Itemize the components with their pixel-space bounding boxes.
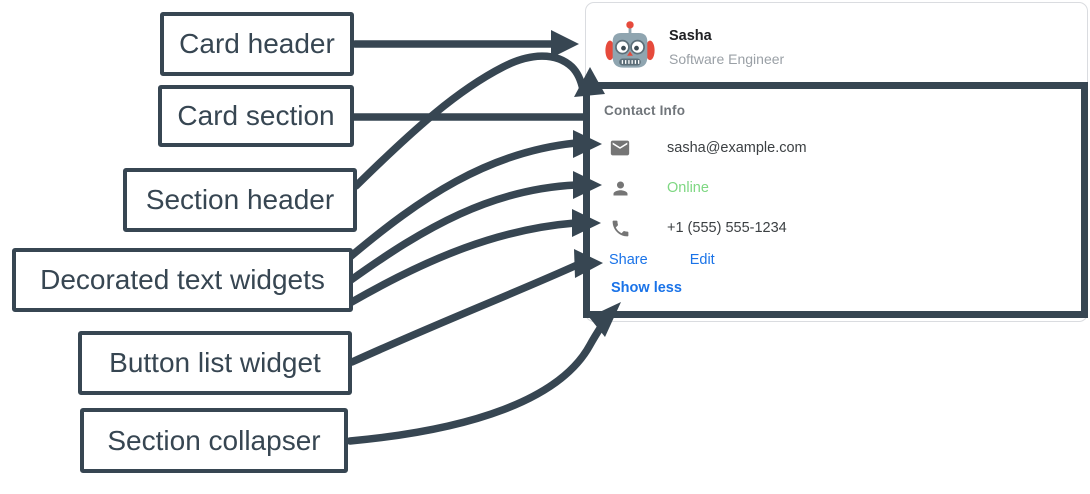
decorated-text-phone: +1 (555) 555-1234 <box>609 217 787 239</box>
arrow-phone-row <box>346 219 579 307</box>
annotation-label-card-section: Card section <box>158 85 354 147</box>
decorated-text-email: sasha@example.com <box>609 137 807 159</box>
annotation-label-card-header: Card header <box>160 12 354 76</box>
section-header-text: Contact Info <box>604 103 686 118</box>
annotation-label-section-collapser: Section collapser <box>80 408 348 473</box>
annotation-label-section-header: Section header <box>123 168 357 232</box>
annotation-label-button-list-widget: Button list widget <box>78 331 352 395</box>
edit-button[interactable]: Edit <box>689 252 715 268</box>
decorated-text-status: Online <box>609 177 709 199</box>
person-icon <box>609 177 631 199</box>
phone-text: +1 (555) 555-1234 <box>667 220 787 236</box>
status-text: Online <box>667 180 709 196</box>
card-subtitle: Software Engineer <box>669 51 785 67</box>
arrow-status-row <box>347 181 580 284</box>
card-title: Sasha <box>669 28 712 44</box>
contact-card: Sasha Software Engineer Contact Info sas… <box>585 2 1088 322</box>
annotation-label-decorated-text-widgets: Decorated text widgets <box>12 248 353 312</box>
button-list: Share Edit <box>609 252 715 268</box>
arrow-email-row <box>346 139 580 261</box>
arrow-section-header <box>352 52 587 190</box>
email-icon <box>609 137 631 159</box>
arrowhead-card-header <box>551 30 579 58</box>
email-text: sasha@example.com <box>667 140 807 156</box>
arrow-section-collapser <box>346 315 610 445</box>
share-button[interactable]: Share <box>609 252 648 268</box>
show-less-button[interactable]: Show less <box>611 280 682 296</box>
robot-avatar-icon <box>604 19 656 73</box>
phone-icon <box>609 217 631 239</box>
arrow-button-list <box>348 261 581 366</box>
